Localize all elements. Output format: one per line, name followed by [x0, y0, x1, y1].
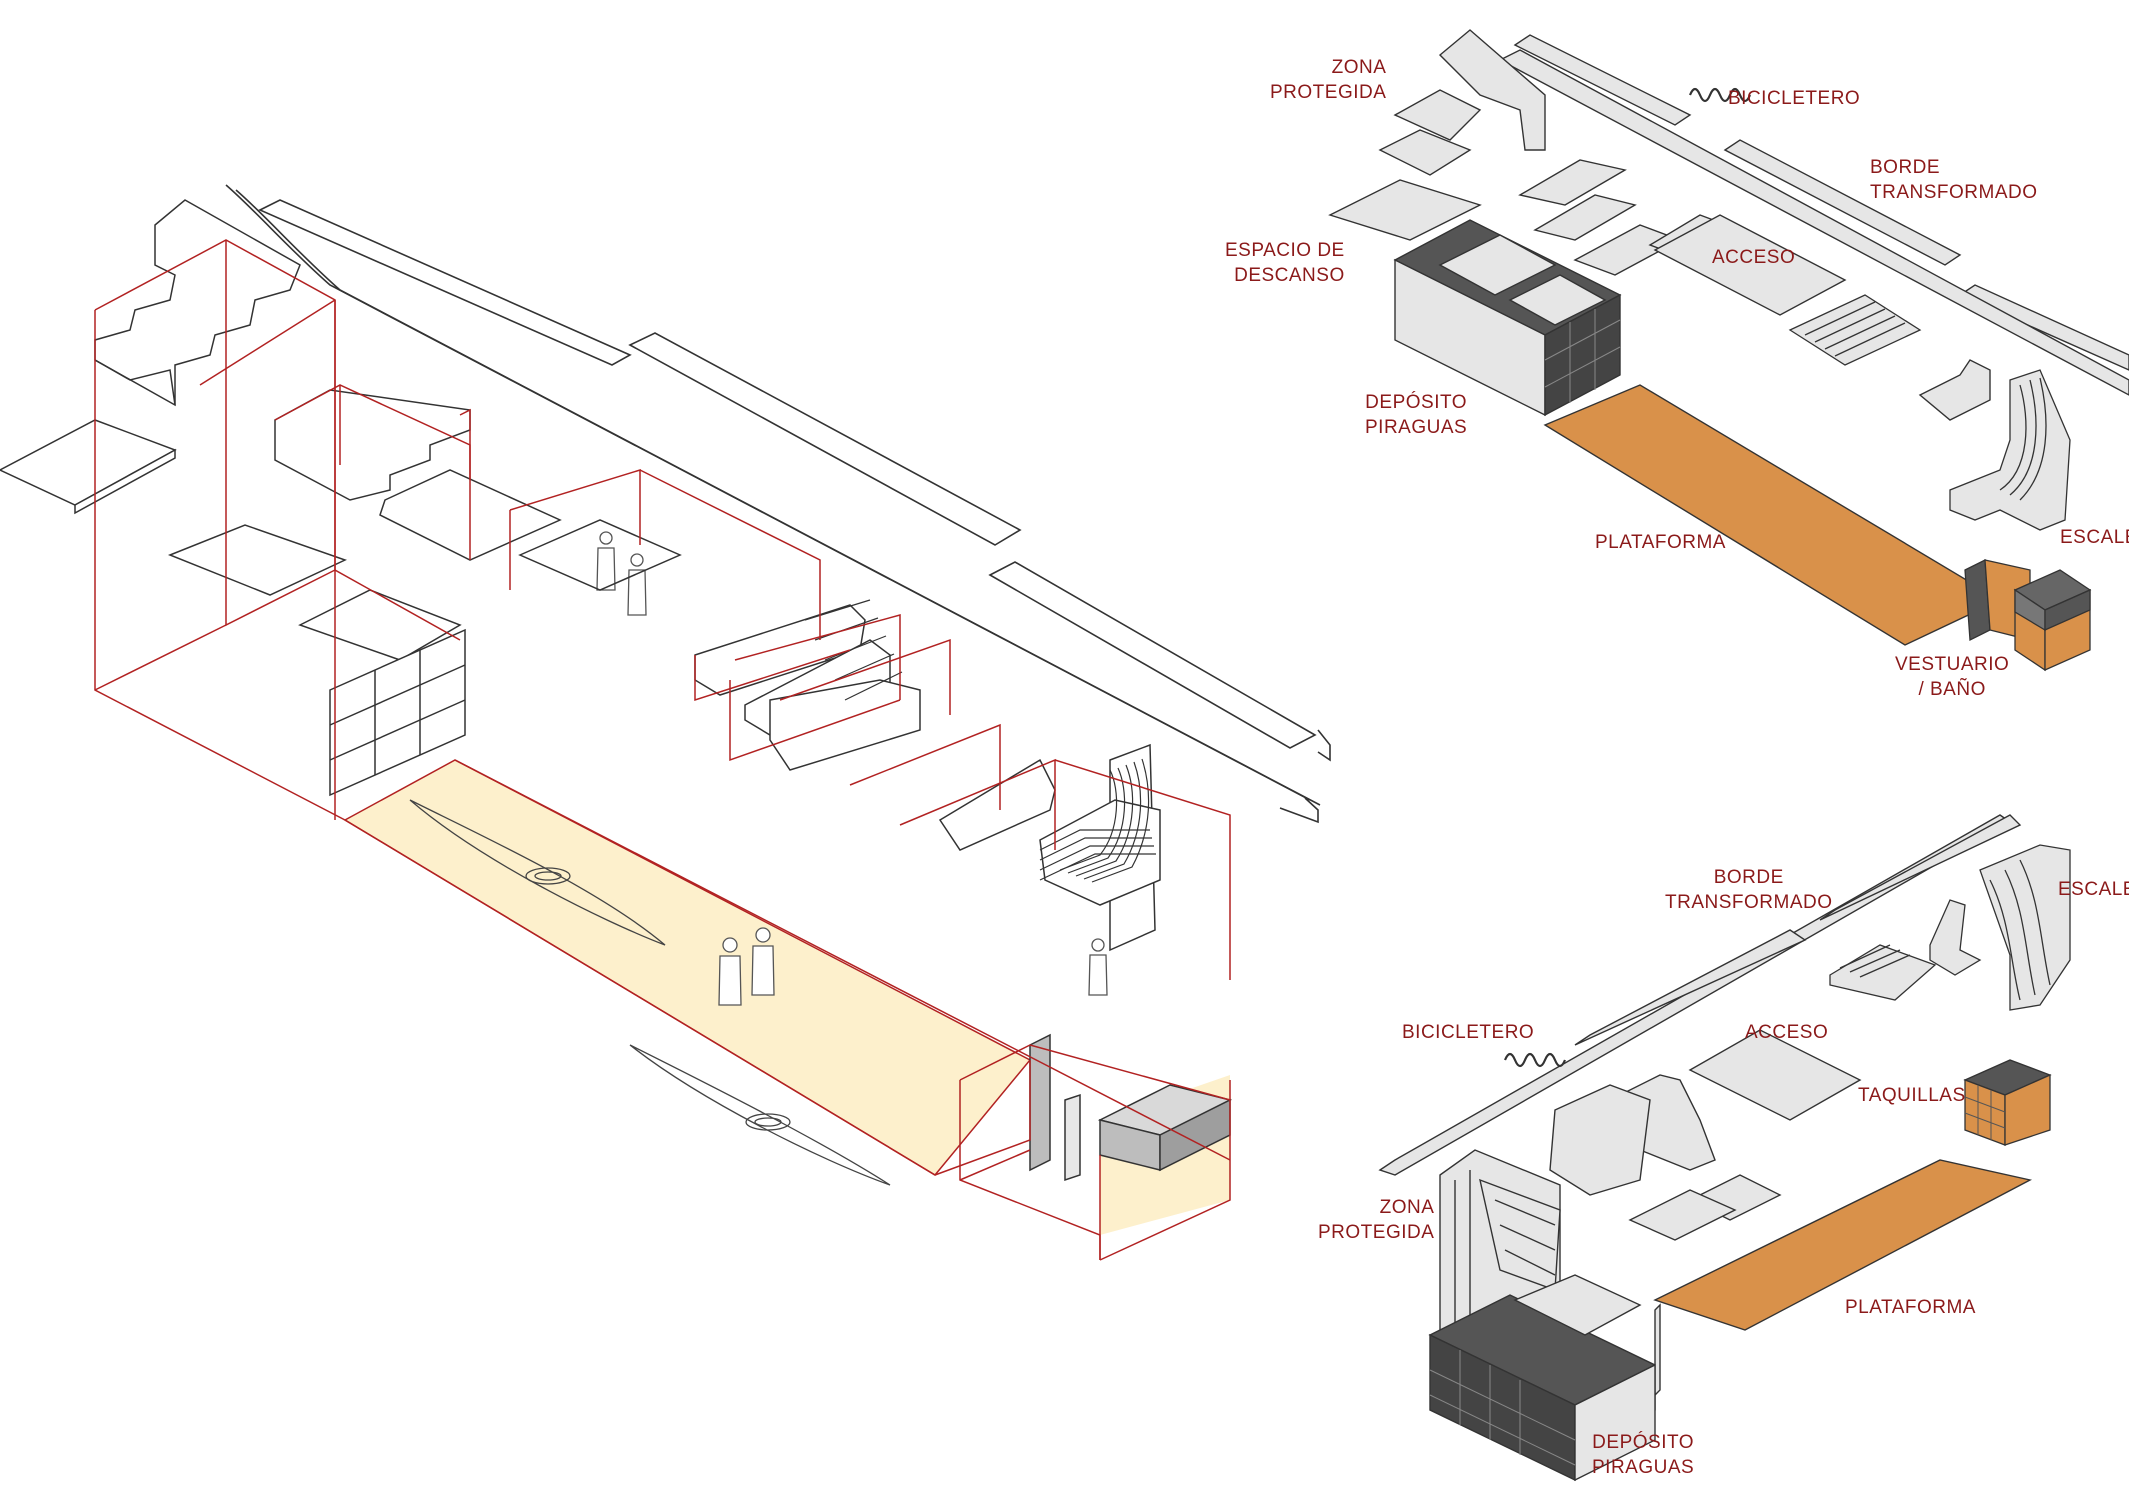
bottom-axonometric — [1378, 814, 2071, 1482]
label-zona-protegida-top: ZONA PROTEGIDA — [1270, 57, 1387, 103]
bottom-deposito-block — [1428, 1274, 1661, 1482]
top-stair — [1788, 294, 1922, 366]
kayak-shapes — [409, 799, 891, 1186]
bottom-benches — [1829, 899, 1982, 1001]
label-escalera-bottom: ESCALE — [2058, 879, 2129, 900]
bottom-taquillas-block — [1963, 1059, 2052, 1146]
label-plataforma-bottom: PLATAFORMA — [1845, 1297, 1976, 1318]
label-plataforma-top: PLATAFORMA — [1595, 532, 1726, 553]
top-bench — [1918, 359, 1991, 421]
main-axonometric — [0, 184, 1331, 1261]
bottom-mid-steps — [1549, 1074, 1782, 1241]
label-bicicletero-top: BICICLETERO — [1728, 88, 1861, 109]
bottom-acceso-slab — [1688, 1029, 1862, 1121]
top-deposito-block — [1393, 219, 1622, 417]
top-bicicletero-icon — [1688, 87, 1752, 103]
top-zona-protegida-stair — [1328, 29, 1546, 241]
label-acceso-top: ACCESO — [1712, 247, 1796, 268]
label-borde-transformado-bottom: BORDE TRANSFORMADO — [1665, 867, 1833, 913]
bottom-plataforma — [1653, 1159, 2033, 1331]
label-escalera-top: ESCALE — [2060, 527, 2129, 548]
top-escalera — [1949, 369, 2071, 531]
top-border-strips — [1498, 34, 2129, 396]
label-espacio-descanso: ESPACIO DE DESCANSO — [1225, 240, 1345, 286]
red-guide-frames — [94, 239, 1231, 1261]
label-zona-protegida-bottom: ZONA PROTEGIDA — [1318, 1197, 1435, 1243]
bottom-escalera — [1979, 844, 2071, 1011]
border-strips — [258, 199, 1317, 749]
label-borde-transformado-top: BORDE TRANSFORMADO — [1870, 157, 2038, 203]
locker-grid-main — [329, 628, 466, 797]
bottom-bicicletero-icon — [1503, 1052, 1567, 1068]
top-acceso-slab — [1653, 214, 1847, 316]
top-axonometric — [1328, 29, 2129, 672]
top-plataforma — [1543, 384, 2002, 646]
platform-floor — [343, 759, 1032, 1176]
label-deposito-piraguas-top: DEPÓSITO PIRAGUAS — [1365, 392, 1468, 438]
main-cube — [1029, 1033, 1233, 1182]
label-taquillas: TAQUILLAS — [1858, 1085, 1966, 1106]
label-vestuario-bano: VESTUARIO / BAÑO — [1895, 654, 2010, 700]
label-deposito-piraguas-bottom: DEPÓSITO PIRAGUAS — [1592, 1432, 1695, 1478]
label-bicicletero-bottom: BICICLETERO — [1402, 1022, 1535, 1043]
label-acceso-bottom: ACCESO — [1745, 1022, 1829, 1043]
bottom-border-strips — [1378, 814, 2022, 1176]
stair-benches — [0, 199, 1161, 952]
top-vestuario-block — [1964, 558, 2092, 672]
back-strip-lines — [225, 184, 1331, 824]
